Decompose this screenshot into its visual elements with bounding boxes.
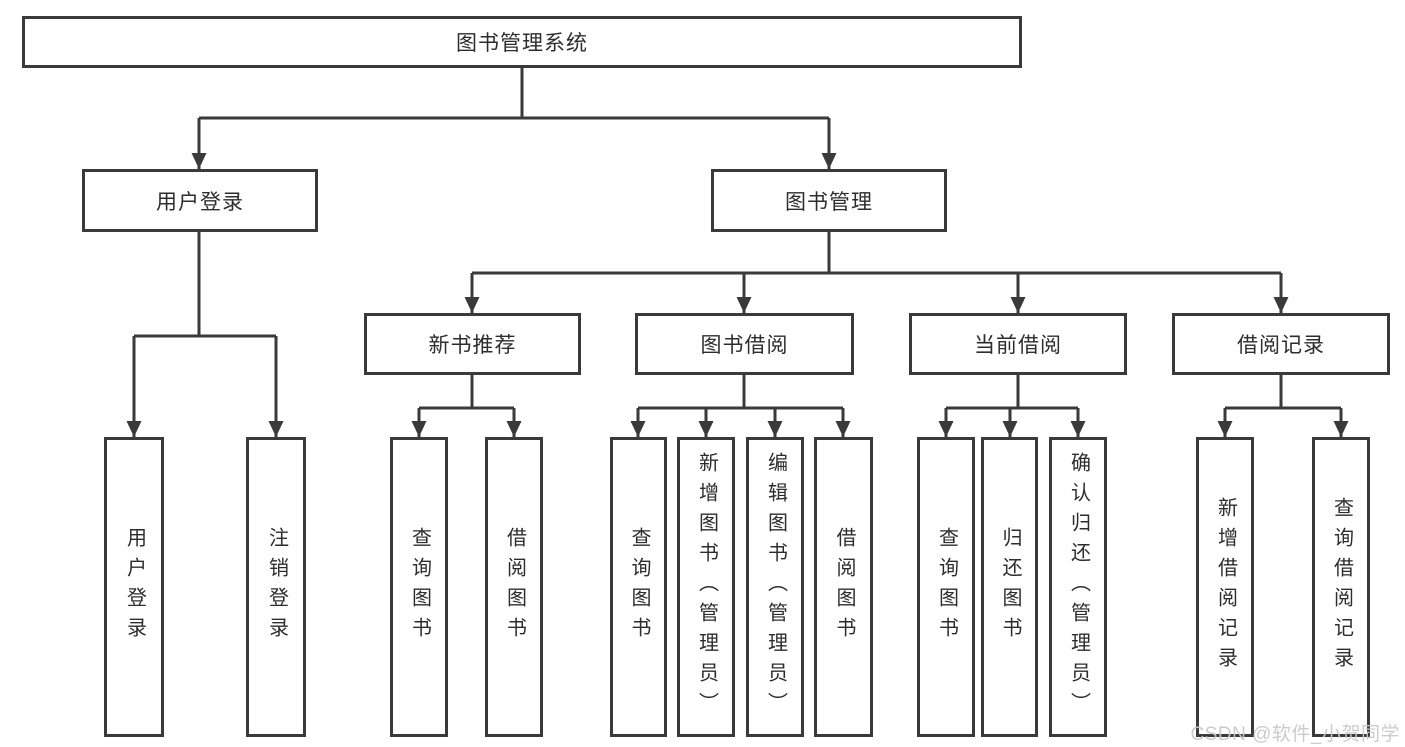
arrowhead-icon [126,421,142,437]
leaf-user-login-label: 用户登录 [123,527,146,647]
leaf-nbr-borrow-books-label: 借阅图书 [503,527,526,647]
node-book-management-label: 图书管理 [785,190,873,214]
arrowhead-icon [767,421,783,437]
arrowhead-icon [191,153,207,169]
leaf-cb-query-books: 查询图书 [917,437,975,737]
leaf-cb-return-books-label: 归还图书 [999,527,1021,647]
node-borrow-records: 借阅记录 [1172,313,1390,375]
leaf-bb-edit-books-label: 编辑图书（管理员） [764,452,787,722]
leaf-bb-borrow-books-label: 借阅图书 [833,527,855,647]
node-current-borrow-label: 当前借阅 [974,334,1062,357]
csdn-watermark: CSDN @软件_小贺同学 [1190,724,1400,745]
node-book-borrow-label: 图书借阅 [700,334,789,357]
leaf-bb-edit-books: 编辑图书（管理员） [746,437,804,737]
arrowhead-icon [411,421,427,437]
arrowhead-icon [698,421,714,437]
leaf-bb-borrow-books: 借阅图书 [814,437,873,737]
arrowhead-icon [821,153,837,169]
arrowhead-icon [1333,421,1349,437]
leaf-bb-query-books-label: 查询图书 [628,527,650,647]
node-new-book-recommend-label: 新书推荐 [428,334,517,357]
leaf-cb-confirm-return-label: 确认归还（管理员） [1067,452,1090,722]
node-user-login-label: 用户登录 [156,190,244,214]
arrowhead-icon [464,297,480,313]
node-book-management: 图书管理 [711,169,947,232]
arrowhead-icon [736,297,752,313]
leaf-bb-add-books: 新增图书（管理员） [677,437,735,737]
node-root: 图书管理系统 [22,16,1022,68]
leaf-nbr-query-books: 查询图书 [390,437,448,737]
node-borrow-records-label: 借阅记录 [1237,334,1325,357]
leaf-br-query-record: 查询借阅记录 [1312,437,1370,737]
arrowhead-icon [630,421,646,437]
leaf-br-query-record-label: 查询借阅记录 [1330,497,1353,677]
leaf-nbr-borrow-books: 借阅图书 [485,437,543,737]
leaf-br-add-record: 新增借阅记录 [1196,437,1254,737]
arrowhead-icon [1273,297,1289,313]
arrowhead-icon [1002,421,1018,437]
leaf-bb-add-books-label: 新增图书（管理员） [695,452,718,722]
leaf-br-add-record-label: 新增借阅记录 [1214,497,1237,677]
connector-book-borrow-to-leaves [636,375,845,437]
arrowhead-icon [268,421,284,437]
node-root-label: 图书管理系统 [456,32,588,55]
connector-root-to-level2 [197,68,831,169]
connector-book-management-to-level3 [470,232,1283,313]
leaf-cb-return-books: 归还图书 [981,437,1038,737]
leaf-bb-query-books: 查询图书 [610,437,667,737]
arrowhead-icon [1070,421,1086,437]
arrowhead-icon [506,421,522,437]
leaf-logout-label: 注销登录 [265,527,288,647]
node-book-borrow: 图书借阅 [635,313,854,375]
leaf-cb-query-books-label: 查询图书 [935,527,958,647]
leaf-cb-confirm-return: 确认归还（管理员） [1049,437,1107,737]
arrowhead-icon [1217,421,1233,437]
leaf-user-login: 用户登录 [104,437,164,737]
arrowhead-icons [126,153,1349,437]
connector-borrow-records-to-leaves [1223,375,1343,437]
node-new-book-recommend: 新书推荐 [364,313,581,375]
leaf-logout: 注销登录 [246,437,306,737]
arrowhead-icon [938,421,954,437]
arrowhead-icon [1010,297,1026,313]
leaf-nbr-query-books-label: 查询图书 [408,527,431,647]
node-current-borrow: 当前借阅 [909,313,1127,375]
connector-new-book-recommend-to-leaves [417,375,516,437]
node-user-login: 用户登录 [82,169,318,232]
arrowhead-icon [835,421,851,437]
connector-user-login-to-leaves [132,232,278,437]
